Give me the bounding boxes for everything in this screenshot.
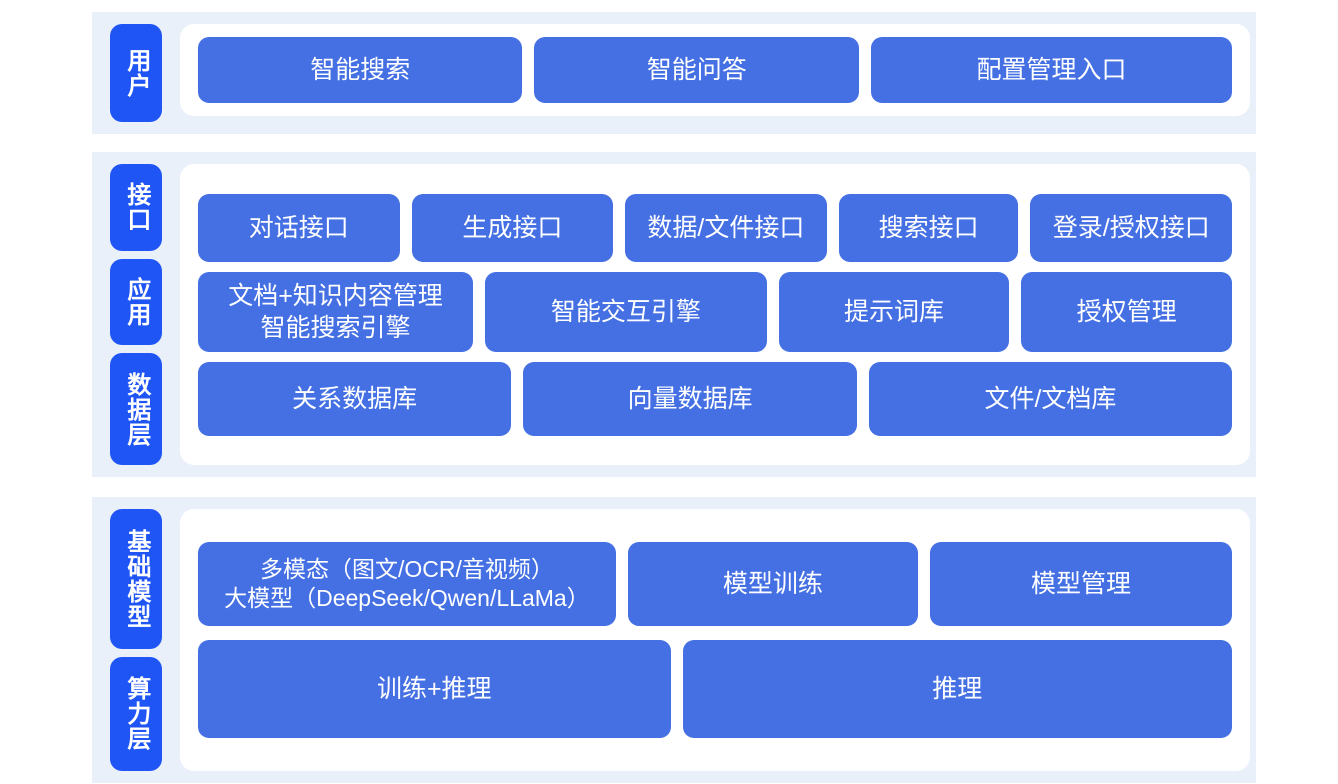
tier-infrastructure: 基础模型 算力层 多模态（图文/OCR/音视频） 大模型（DeepSeek/Qw… [92, 497, 1256, 783]
tier-core-label-column: 接口 应用 数据层 [92, 152, 180, 477]
box-label: 智能搜索 [310, 56, 411, 84]
box-label-line1: 文档+知识内容管理 [228, 281, 443, 310]
box-intelligent-search[interactable]: 智能搜索 [198, 37, 523, 103]
tier-label-foundation-model[interactable]: 基础模型 [110, 509, 162, 649]
box-label: 对话接口 [248, 213, 349, 242]
box-label: 提示词库 [843, 297, 944, 326]
row-data-layer: 关系数据库 向量数据库 文件/文档库 [198, 361, 1232, 436]
box-search-api[interactable]: 搜索接口 [838, 193, 1019, 262]
box-label: 生成接口 [462, 213, 563, 242]
tier-label-interface[interactable]: 接口 [110, 164, 162, 251]
tier-core-panel: 对话接口 生成接口 数据/文件接口 搜索接口 登录/授权接口 文档+知识内容管理 [180, 164, 1250, 465]
row-user-entries: 智能搜索 智能问答 配置管理入口 [198, 37, 1232, 103]
box-label: 模型管理 [1030, 570, 1131, 598]
box-intelligent-qa[interactable]: 智能问答 [534, 37, 859, 103]
box-label-line2: 大模型（DeepSeek/Qwen/LLaMa） [224, 585, 590, 611]
box-label: 智能交互引擎 [550, 297, 701, 326]
box-multimodal-large-model[interactable]: 多模态（图文/OCR/音视频） 大模型（DeepSeek/Qwen/LLaMa） [198, 542, 616, 626]
box-label: 智能问答 [646, 56, 747, 84]
box-vector-database[interactable]: 向量数据库 [523, 361, 857, 436]
tier-label-data[interactable]: 数据层 [110, 353, 162, 466]
tier-infra-label-column: 基础模型 算力层 [92, 497, 180, 783]
box-label-line2: 智能搜索引擎 [260, 313, 411, 342]
box-label: 训练+推理 [376, 675, 492, 703]
tier-infra-panel: 多模态（图文/OCR/音视频） 大模型（DeepSeek/Qwen/LLaMa）… [180, 509, 1250, 771]
box-label: 关系数据库 [292, 384, 418, 413]
box-model-management[interactable]: 模型管理 [929, 542, 1232, 626]
box-label: 授权管理 [1076, 297, 1177, 326]
tier-user: 用户 智能搜索 智能问答 配置管理入口 [92, 12, 1256, 134]
tier-label-user[interactable]: 用户 [110, 24, 162, 122]
box-authorization-management[interactable]: 授权管理 [1021, 271, 1233, 352]
row-interface: 对话接口 生成接口 数据/文件接口 搜索接口 登录/授权接口 [198, 193, 1233, 262]
box-prompt-library[interactable]: 提示词库 [778, 271, 1010, 352]
row-application: 文档+知识内容管理 智能搜索引擎 智能交互引擎 提示词库 授权管理 [198, 271, 1233, 352]
box-interaction-engine[interactable]: 智能交互引擎 [485, 271, 767, 352]
tier-user-panel: 智能搜索 智能问答 配置管理入口 [180, 24, 1250, 116]
box-file-document-store[interactable]: 文件/文档库 [868, 361, 1232, 436]
box-label: 文件/文档库 [984, 384, 1117, 413]
box-label: 模型训练 [722, 570, 823, 598]
box-label: 配置管理入口 [976, 56, 1127, 84]
row-compute-layer: 训练+推理 推理 [198, 640, 1232, 738]
tier-user-label-column: 用户 [92, 12, 180, 134]
box-label: 向量数据库 [627, 384, 753, 413]
box-inference[interactable]: 推理 [682, 640, 1232, 738]
box-config-management-entry[interactable]: 配置管理入口 [870, 37, 1232, 103]
tier-core: 接口 应用 数据层 对话接口 生成接口 数据/文件接口 搜索接口 登录/授权接 [92, 152, 1256, 477]
box-model-training[interactable]: 模型训练 [627, 542, 918, 626]
box-label-line1: 多模态（图文/OCR/音视频） [259, 555, 554, 582]
box-data-file-api[interactable]: 数据/文件接口 [625, 193, 827, 262]
box-dialog-api[interactable]: 对话接口 [198, 193, 400, 262]
row-foundation-model: 多模态（图文/OCR/音视频） 大模型（DeepSeek/Qwen/LLaMa）… [198, 542, 1232, 626]
box-label: 数据/文件接口 [647, 213, 805, 242]
box-login-auth-api[interactable]: 登录/授权接口 [1030, 193, 1233, 262]
tier-label-compute[interactable]: 算力层 [110, 656, 162, 771]
box-generation-api[interactable]: 生成接口 [411, 193, 614, 262]
box-relational-database[interactable]: 关系数据库 [198, 361, 512, 436]
box-label: 登录/授权接口 [1052, 213, 1210, 242]
tier-label-application[interactable]: 应用 [110, 258, 162, 346]
box-doc-knowledge-management[interactable]: 文档+知识内容管理 智能搜索引擎 [198, 271, 473, 352]
box-label: 推理 [932, 675, 983, 703]
box-label: 搜索接口 [878, 213, 979, 242]
box-training-plus-inference[interactable]: 训练+推理 [198, 640, 671, 738]
